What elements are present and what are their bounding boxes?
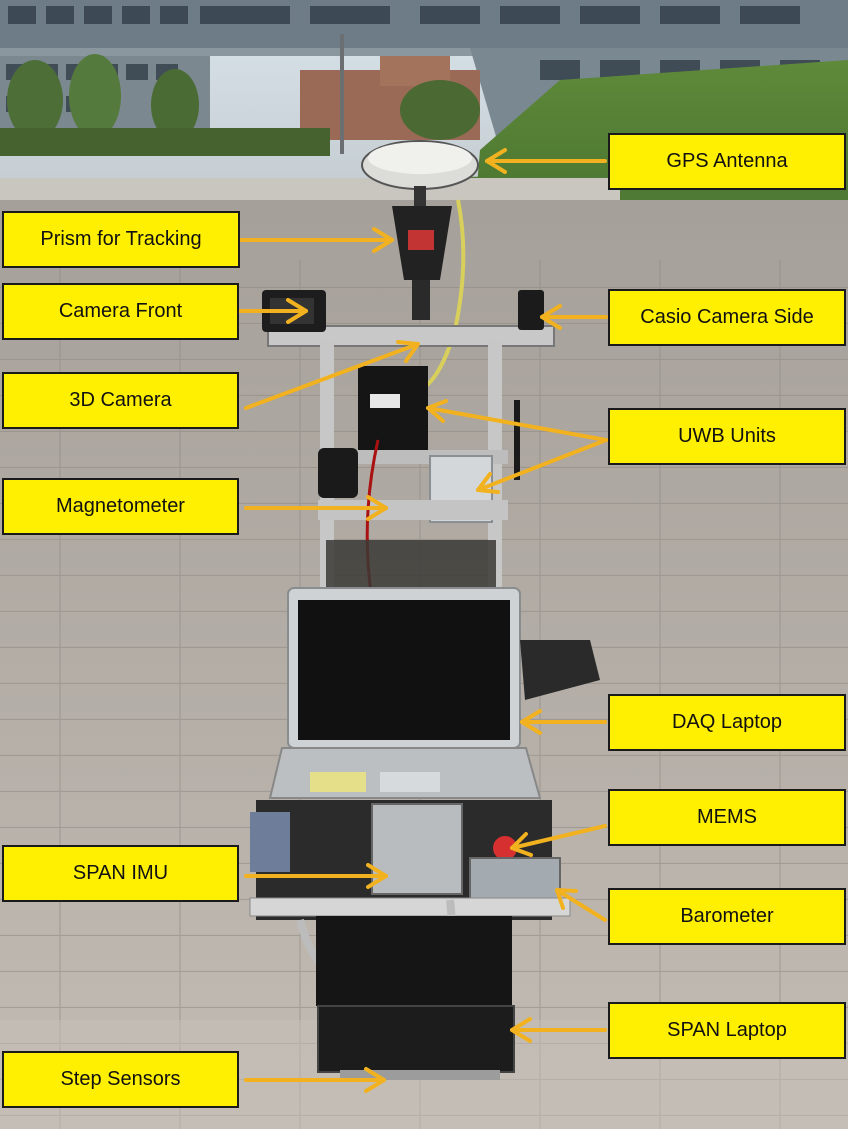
3d-camera-arrow bbox=[244, 340, 420, 410]
camera-front-arrow bbox=[237, 298, 308, 324]
step-sensors-arrow bbox=[244, 1067, 386, 1093]
daq-laptop-arrow bbox=[520, 709, 607, 735]
callout-arrows bbox=[237, 148, 608, 1093]
span-laptop-arrow bbox=[510, 1017, 607, 1043]
casio-camera-side-label: Casio Camera Side bbox=[608, 289, 846, 346]
span-imu-label: SPAN IMU bbox=[2, 845, 239, 902]
uwb-units-label: UWB Units bbox=[608, 408, 846, 465]
casio-camera-side-arrow bbox=[540, 304, 608, 330]
gps-antenna-label: GPS Antenna bbox=[608, 133, 846, 190]
prism-arrow bbox=[239, 227, 394, 253]
mems-label: MEMS bbox=[608, 789, 846, 846]
gps-antenna-arrow bbox=[485, 148, 607, 174]
sensor-rig bbox=[249, 140, 600, 1080]
magnetometer-label: Magnetometer bbox=[2, 478, 239, 535]
barometer-arrow bbox=[555, 888, 607, 922]
camera-front-label: Camera Front bbox=[2, 283, 239, 340]
mems-arrow bbox=[510, 824, 607, 857]
magnetometer-arrow bbox=[244, 495, 388, 521]
3d-camera-label: 3D Camera bbox=[2, 372, 239, 429]
uwb-arrow-2 bbox=[476, 438, 608, 494]
step-sensors-label: Step Sensors bbox=[2, 1051, 239, 1108]
uwb-arrow-1 bbox=[426, 399, 608, 442]
span-laptop-label: SPAN Laptop bbox=[608, 1002, 846, 1059]
prism-for-tracking-label: Prism for Tracking bbox=[2, 211, 240, 268]
daq-laptop-label: DAQ Laptop bbox=[608, 694, 846, 751]
barometer-label: Barometer bbox=[608, 888, 846, 945]
span-imu-arrow bbox=[244, 863, 388, 889]
